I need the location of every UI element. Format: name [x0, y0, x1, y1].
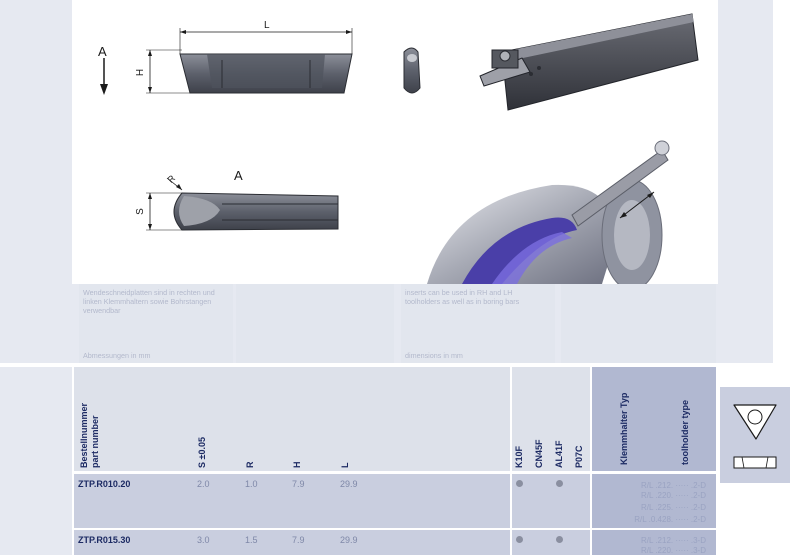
row2-r: 1.5 [245, 535, 258, 545]
header-grade-al41f: AL41F [554, 440, 564, 468]
row2-s: 3.0 [197, 535, 210, 545]
header-part-number: part number [90, 415, 100, 468]
header-h: H [292, 461, 302, 469]
row1-r: 1.0 [245, 479, 258, 489]
row2-h: 7.9 [292, 535, 305, 545]
row1-grade-al41f-dot [556, 480, 563, 487]
table-row-grades [512, 530, 590, 555]
row1-holder-4: R/L .0.428. ····· .2-D [634, 515, 706, 524]
header-l: L [340, 462, 350, 469]
table-row [74, 530, 510, 555]
header-grade-k10f: K10F [514, 445, 524, 468]
view-label-a-bottom: A [234, 168, 243, 183]
row1-s: 2.0 [197, 479, 210, 489]
header-grade-p07c: P07C [574, 445, 584, 468]
row2-l: 29.9 [340, 535, 358, 545]
note-box-blank-1 [236, 284, 394, 363]
holder-header [592, 367, 716, 471]
dim-label-s: S [134, 208, 146, 215]
dim-label-l: L [264, 20, 270, 31]
technical-drawing [100, 13, 699, 284]
header-r: R [245, 461, 255, 469]
header-grade-cn45f: CN45F [534, 439, 544, 468]
dim-label-h: H [135, 68, 147, 77]
table-header [74, 367, 510, 471]
row1-grade-k10f-dot [516, 480, 523, 487]
row2-part-number: ZTP.R015.30 [78, 535, 131, 545]
row2-grade-al41f-dot [556, 536, 563, 543]
row1-l: 29.9 [340, 479, 358, 489]
note-en-text: inserts can be used in RH and LH toolhol… [405, 288, 520, 306]
row1-h: 7.9 [292, 479, 305, 489]
row1-holder-1: R/L .212. ····· .2-D [640, 481, 706, 490]
grade-header [512, 367, 590, 471]
note-box-blank-2 [561, 284, 716, 363]
table-row-holders [592, 530, 716, 555]
row1-part-number: ZTP.R010.20 [78, 479, 131, 489]
triangle-insert-icon [733, 404, 777, 469]
table-row-holders [592, 474, 716, 528]
table-left-margin [0, 367, 72, 555]
row1-holder-3: R/L .225. ····· .2-D [640, 503, 706, 512]
row2-grade-k10f-dot [516, 536, 523, 543]
header-bestellnummer: Bestellnummer [79, 402, 89, 468]
table-row-grades [512, 474, 590, 528]
note-box-de: Wendeschneidplatten sind in rechten und … [79, 284, 233, 363]
note-en-dims: dimensions in mm [405, 351, 463, 360]
table-row [74, 474, 510, 528]
header-holder-en: toolholder type [680, 400, 690, 465]
note-de-text: Wendeschneidplatten sind in rechten und … [83, 288, 215, 315]
note-box-en: inserts can be used in RH and LH toolhol… [401, 284, 555, 363]
note-de-dims: Abmessungen in mm [83, 351, 151, 360]
row1-holder-2: R/L .220. ····· .2-D [640, 491, 706, 500]
insert-type-tab [720, 387, 790, 483]
header-holder-de: Klemmhalter Typ [619, 392, 629, 465]
header-s: S ±0.05 [197, 437, 207, 468]
row2-holder-1: R/L .212. ····· .3-D [640, 536, 706, 545]
row2-holder-2: R/L .220. ····· .3-D [640, 546, 706, 555]
view-label-a-top: A [98, 44, 107, 59]
